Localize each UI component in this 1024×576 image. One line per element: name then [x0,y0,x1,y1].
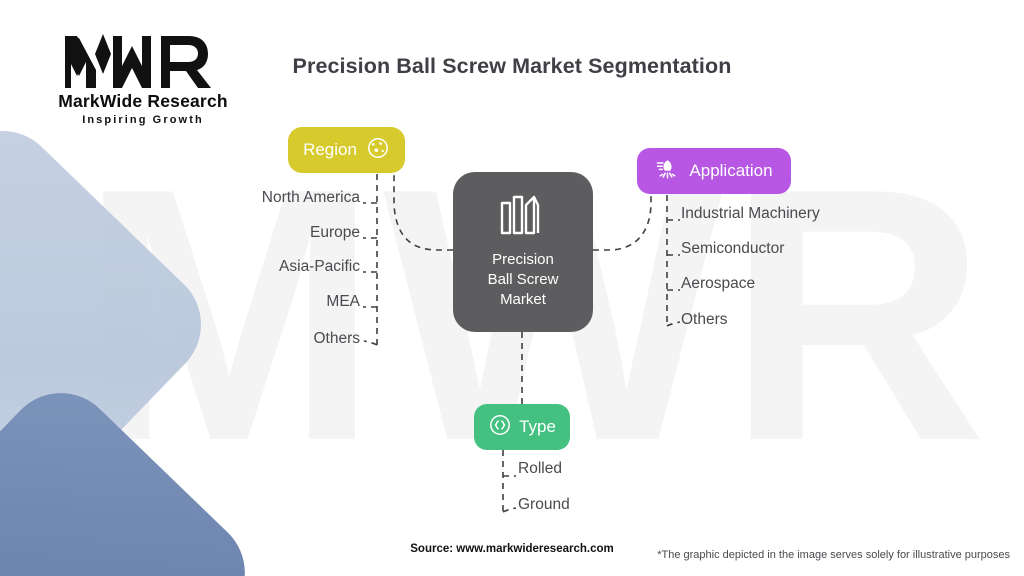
branch-label-application: Application [689,161,773,180]
region-leaf-3: MEA [326,293,360,310]
connector-center-application [593,195,652,251]
region-leaf-4: Others [313,330,360,347]
branch-badge-region[interactable]: Region [288,127,405,173]
branch-badge-type[interactable]: Type [474,404,570,450]
globe-icon [366,136,390,165]
brand-logo: MarkWide Research Inspiring Growth [28,32,258,126]
page-title: Precision Ball Screw Market Segmentation [292,54,732,78]
center-line-3: Market [500,290,546,308]
application-leaf-0: Industrial Machinery [681,205,820,222]
mwr-logo-icon [65,34,211,88]
type-stub-1 [502,507,517,513]
brand-tagline: Inspiring Growth [82,114,204,126]
type-leaf-1: Ground [518,496,570,513]
source-label: Source: www.markwideresearch.com [410,543,614,555]
application-stub-3 [666,321,681,327]
center-node-label: Precision Ball Screw Market [488,250,559,310]
center-line-1: Precision [492,250,554,268]
region-leaf-2: Asia-Pacific [279,258,360,275]
application-leaf-2: Aerospace [681,275,756,292]
center-line-2: Ball Screw [487,270,559,288]
branch-badge-application[interactable]: Application [637,148,791,194]
type-leaf-0: Rolled [518,460,562,477]
center-node[interactable]: Precision Ball Screw Market [453,172,593,332]
application-leaf-3: Others [681,311,728,328]
branch-label-region: Region [303,140,357,159]
application-leaf-1: Semiconductor [681,240,785,257]
region-leaf-0: North America [261,189,360,206]
branch-label-type: Type [519,417,556,436]
market-chart-icon [500,195,546,240]
brand-name: MarkWide Research [58,91,228,111]
rocket-icon [655,156,681,187]
region-stub-4 [363,340,378,346]
decorative-square-light [0,107,225,547]
region-leaf-1: Europe [310,224,360,241]
code-brackets-icon [488,413,512,442]
connector-center-region [393,173,453,251]
disclaimer-label: *The graphic depicted in the image serve… [657,549,1010,561]
